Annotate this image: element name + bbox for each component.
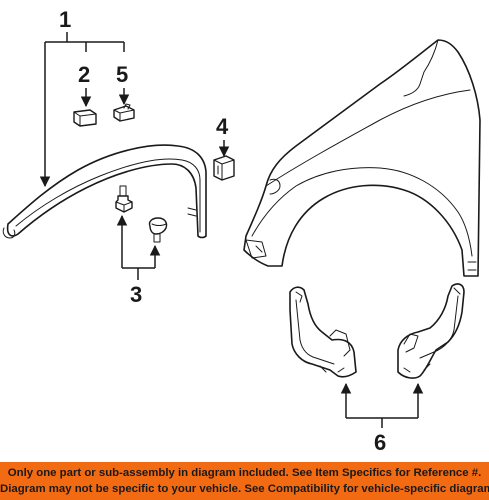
callout-2: 2: [78, 62, 90, 87]
callout-1-leaders: [39, 32, 125, 188]
disclaimer-line-1: Only one part or sub-assembly in diagram…: [7, 467, 482, 479]
clip-part-4: [213, 155, 235, 181]
fastener-part-3a: [115, 185, 133, 213]
clip-part-2: [73, 109, 97, 127]
callout-1: 1: [59, 7, 71, 32]
disclaimer-line-2: Diagram may not be specific to your vehi…: [0, 483, 489, 495]
callout-4: 4: [216, 114, 229, 139]
fastener-part-3b: [148, 217, 168, 243]
callout-3-leaders: [116, 214, 161, 280]
clip-part-5: [113, 103, 135, 122]
callout-5: 5: [116, 62, 128, 87]
callout-6: 6: [374, 430, 386, 455]
callout-3: 3: [130, 282, 142, 307]
disclaimer-banner: Only one part or sub-assembly in diagram…: [0, 462, 489, 500]
mud-flap-left: [289, 286, 357, 378]
mud-flap-right: [397, 283, 465, 379]
wheel-arch-moulding: [2, 144, 207, 239]
front-fender: [243, 39, 481, 277]
callout-6-leaders: [340, 382, 424, 428]
parts-diagram: 1 2 5 3: [2, 7, 481, 455]
